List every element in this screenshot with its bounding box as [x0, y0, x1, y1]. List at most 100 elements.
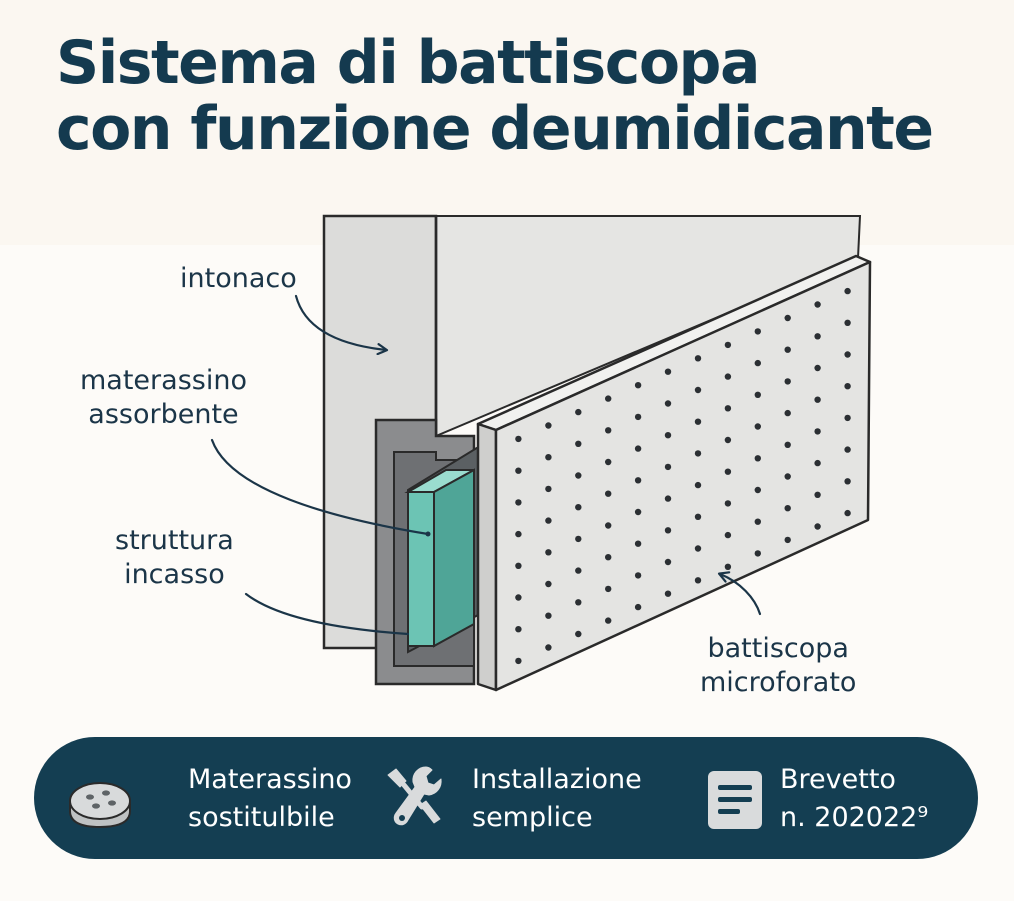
- perforation-hole: [694, 513, 702, 520]
- perforation-hole: [634, 603, 642, 611]
- perforation-hole: [784, 346, 791, 353]
- perforation-hole: [575, 408, 582, 416]
- perforation-hole: [664, 495, 672, 502]
- perforation-hole: [515, 594, 522, 601]
- perforation-hole: [784, 441, 791, 448]
- baseboard-cross-section-diagram: [210, 214, 872, 692]
- perforations: [515, 287, 851, 665]
- microperforated-baseboard: [476, 254, 872, 692]
- perforation-hole: [545, 485, 552, 493]
- perforation-hole: [545, 549, 552, 556]
- feature-patent-line-1: Brevetto: [780, 764, 896, 795]
- wrench-icon: [387, 766, 442, 826]
- perforation-hole: [694, 418, 702, 425]
- perforation-hole: [634, 540, 642, 547]
- perforation-hole: [605, 458, 612, 466]
- perforation-hole: [575, 599, 582, 606]
- perforation-hole: [545, 644, 552, 651]
- perforation-hole: [515, 626, 522, 633]
- perforation-hole: [605, 427, 612, 434]
- perforation-hole: [605, 585, 612, 593]
- label-battiscopa-line-1: battiscopa: [707, 633, 849, 664]
- absorbent-pad: [404, 468, 475, 648]
- perforation-hole: [545, 422, 552, 429]
- perforation-hole: [724, 468, 732, 475]
- perforation-hole: [784, 409, 791, 417]
- perforation-hole: [694, 481, 702, 489]
- perforation-hole: [724, 373, 732, 380]
- perforation-hole: [515, 657, 522, 665]
- perforation-hole: [545, 612, 552, 619]
- perforation-hole: [844, 383, 851, 390]
- perforation-hole: [784, 378, 791, 385]
- perforation-hole: [694, 355, 702, 362]
- leader-lines: [210, 294, 762, 636]
- perforation-hole: [515, 467, 522, 474]
- perforation-hole: [545, 580, 552, 588]
- label-materassino-line-1: materassino: [80, 365, 247, 396]
- perforation-hole: [664, 590, 672, 597]
- perforation-hole: [634, 445, 642, 452]
- perforation-hole: [575, 567, 582, 574]
- label-struttura-line-1: struttura: [115, 525, 234, 556]
- perforation-hole: [515, 530, 522, 538]
- perforation-hole: [694, 577, 702, 584]
- perforation-hole: [575, 504, 582, 511]
- perforation-hole: [754, 391, 761, 398]
- perforation-hole: [694, 545, 702, 552]
- perforation-hole: [724, 531, 732, 539]
- perforation-hole: [844, 446, 851, 453]
- feature-patent: Brevetto n. 202022⁹: [702, 737, 972, 859]
- perforation-hole: [605, 490, 612, 497]
- feature-patent-text: Brevetto n. 202022⁹: [780, 761, 928, 837]
- title-line-2: con funzione deumidicante: [56, 94, 934, 164]
- perforation-hole: [575, 630, 582, 638]
- perforation-hole: [634, 508, 642, 516]
- feature-replaceable-pad-line-1: Materassino: [188, 764, 352, 795]
- perforation-hole: [694, 386, 702, 394]
- perforation-hole: [664, 368, 672, 375]
- feature-easy-installation: Installazione semplice: [382, 737, 682, 859]
- perforation-hole: [754, 455, 761, 462]
- perforation-hole: [664, 558, 672, 566]
- perforation-hole: [724, 436, 732, 444]
- perforation-hole: [724, 405, 732, 412]
- feature-easy-installation-line-1: Installazione: [472, 764, 642, 795]
- perforation-hole: [844, 319, 851, 326]
- document-icon: [708, 771, 762, 829]
- title-line-1: Sistema di battiscopa: [56, 28, 760, 98]
- perforation-hole: [515, 435, 522, 443]
- perforation-hole: [814, 491, 821, 498]
- perforation-hole: [605, 554, 612, 561]
- features-bar: Materassino sostitulbile Installazione s…: [34, 737, 978, 859]
- perforation-hole: [634, 413, 642, 421]
- perforation-hole: [575, 472, 582, 479]
- perforation-hole: [724, 341, 732, 349]
- perforation-hole: [754, 423, 761, 430]
- perforation-hole: [515, 562, 522, 569]
- perforation-hole: [754, 486, 761, 494]
- label-battiscopa-line-2: microforato: [700, 667, 857, 698]
- perforation-hole: [724, 500, 732, 507]
- perforation-hole: [545, 454, 552, 461]
- leader-dot: [425, 531, 431, 537]
- perforation-hole: [605, 617, 612, 624]
- perforation-hole: [844, 351, 851, 358]
- perforation-hole: [515, 499, 522, 506]
- perforation-hole: [814, 396, 821, 403]
- perforation-hole: [754, 518, 761, 525]
- perforation-hole: [754, 550, 761, 557]
- perforation-hole: [634, 382, 642, 389]
- label-materassino: materassino assorbente: [80, 364, 247, 432]
- header-band: [0, 0, 1014, 245]
- perforation-hole: [634, 477, 642, 484]
- perforation-hole: [814, 523, 821, 530]
- label-intonaco-text: intonaco: [180, 263, 297, 294]
- perforation-hole: [844, 287, 851, 295]
- label-battiscopa: battiscopa microforato: [700, 632, 856, 700]
- perforation-hole: [784, 536, 791, 544]
- perforation-hole: [605, 522, 612, 529]
- perforation-hole: [844, 478, 851, 485]
- label-intonaco: intonaco: [180, 262, 297, 296]
- perforation-hole: [545, 517, 552, 524]
